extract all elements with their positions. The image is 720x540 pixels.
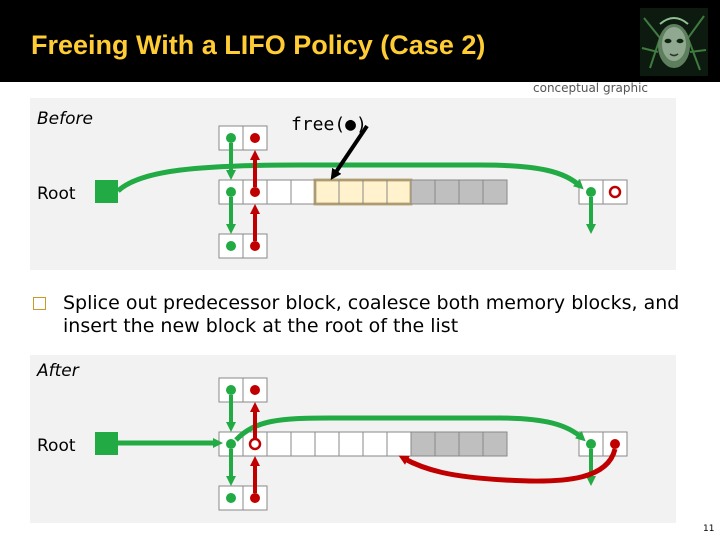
- root-next-arrow: [116, 162, 584, 193]
- prev-pointer-dot: [250, 187, 260, 197]
- prev-pointer-dot: [250, 385, 260, 395]
- hollow-square-bullet-icon: [33, 297, 46, 310]
- root-label: Root: [37, 436, 76, 456]
- next-pointer-dot: [226, 133, 236, 143]
- next-pointer-dot: [226, 493, 236, 503]
- successor-free-block: [218, 233, 268, 259]
- next-pointer-dot: [586, 439, 596, 449]
- predecessor-free-block: [218, 377, 268, 403]
- next-pointer-dot: [226, 187, 236, 197]
- before-diagram: Root: [37, 114, 628, 259]
- free-call-label: free(●): [291, 114, 367, 135]
- next-pointer-dot: [586, 187, 596, 197]
- next-pointer-dot: [226, 241, 236, 251]
- next-pointer-dot: [226, 385, 236, 395]
- bullet-text: Splice out predecessor block, coalesce b…: [63, 292, 680, 337]
- prev-pointer-dot: [250, 133, 260, 143]
- root-pointer-block: [95, 180, 118, 203]
- heap-row: [218, 178, 508, 206]
- after-label: After: [37, 361, 79, 381]
- predecessor-free-block: [218, 125, 268, 151]
- title-bar: [0, 0, 720, 82]
- null-prev-pointer: [608, 185, 622, 199]
- before-label: Before: [37, 109, 93, 129]
- tail-free-block: [578, 431, 628, 457]
- conceptual-graphic-note: conceptual graphic: [533, 81, 649, 95]
- prev-pointer-dot: [250, 493, 260, 503]
- heap-row: [218, 431, 508, 457]
- next-pointer-dot: [226, 439, 236, 449]
- free-pointer-arrow: [330, 124, 369, 180]
- after-diagram: Root: [37, 377, 628, 511]
- null-prev-pointer: [248, 437, 262, 451]
- page-number: 11: [703, 524, 715, 534]
- prev-pointer-dot: [250, 241, 260, 251]
- successor-free-block: [218, 485, 268, 511]
- root-label: Root: [37, 184, 76, 204]
- android-face-logo: [640, 8, 708, 76]
- prev-pointer-dot: [610, 439, 620, 449]
- slide-title: Freeing With a LIFO Policy (Case 2): [31, 30, 486, 60]
- prev-arrow: [398, 448, 618, 484]
- tail-free-block: [578, 179, 628, 205]
- root-pointer-block: [95, 432, 118, 455]
